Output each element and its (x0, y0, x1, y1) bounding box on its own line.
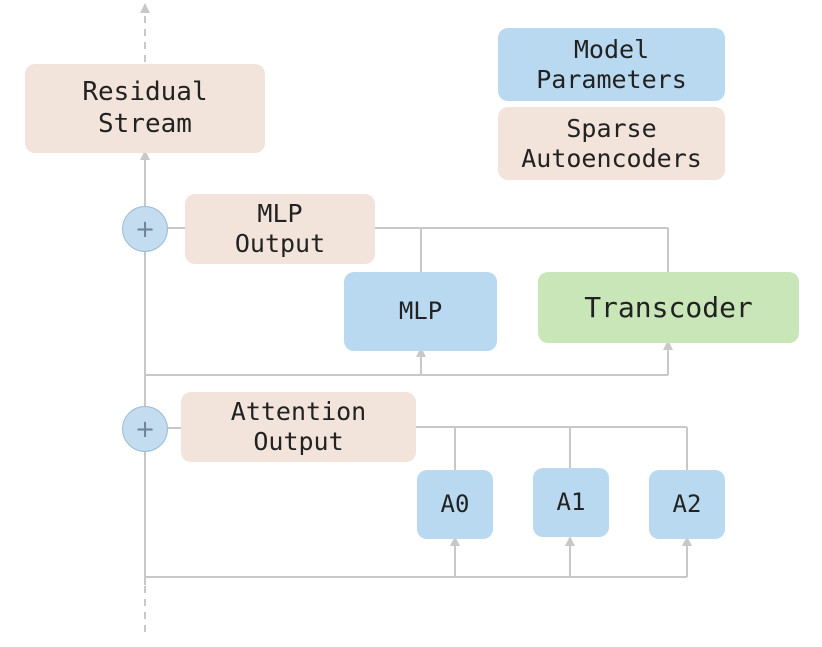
attention-head-a0-label: A0 (440, 490, 470, 519)
mlp-add-symbol: + (134, 215, 156, 243)
attention-add-symbol: + (134, 415, 156, 443)
legend-sparse-autoencoders-label: Sparse Autoencoders (521, 113, 702, 173)
legend-model-parameters-label: Model Parameters (536, 34, 687, 94)
mlp-label: MLP (398, 297, 443, 326)
legend-model-parameters: Model Parameters (498, 28, 725, 101)
residual-stream-box: Residual Stream (25, 64, 265, 153)
legend-sparse-autoencoders: Sparse Autoencoders (498, 107, 725, 180)
attention-output-box: Attention Output (181, 392, 416, 462)
attention-head-a1: A1 (533, 468, 609, 537)
residual-stream-label: Residual Stream (82, 77, 208, 139)
mlp-add-node: + (122, 206, 168, 252)
transcoder-box: Transcoder (538, 272, 799, 343)
attention-head-a0: A0 (417, 470, 493, 539)
attention-output-label: Attention Output (230, 397, 367, 456)
attention-head-a2: A2 (649, 470, 725, 539)
transcoder-label: Transcoder (584, 290, 753, 324)
mlp-output-box: MLP Output (185, 194, 375, 264)
mlp-box: MLP (344, 272, 497, 351)
attention-head-a2-label: A2 (672, 490, 702, 519)
attention-head-a1-label: A1 (556, 488, 586, 517)
attention-add-node: + (122, 406, 168, 452)
mlp-output-label: MLP Output (234, 199, 326, 258)
